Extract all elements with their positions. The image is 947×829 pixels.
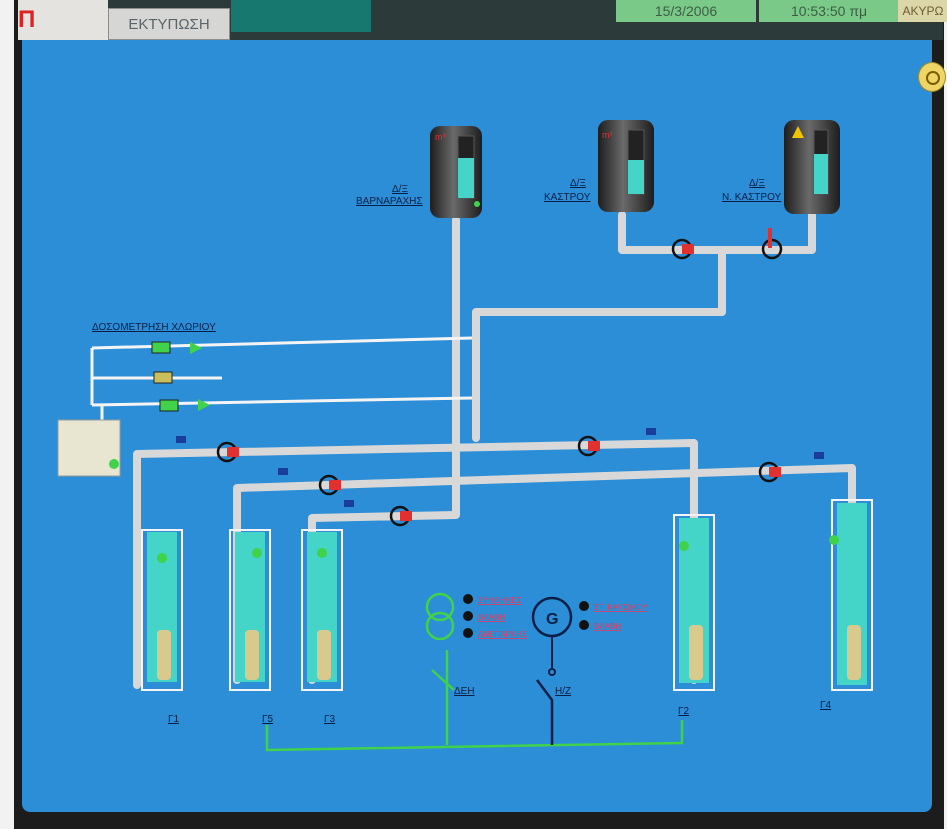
tank-level-fill [458,158,474,198]
transformer-indicators: ΣΥΝΘΗΚΕΣ ΒΛΑΒΗ ΑΝΕΠΑΡΚΗΣ [463,594,527,639]
well-label: Γ5 [262,714,274,725]
cancel-button[interactable]: ΑΚΥΡΩ [898,0,947,22]
warning-icon [792,126,804,138]
tank-varnarachis[interactable]: m³ Δ/Ξ ΒΑΡΝΑΡΑΧΗΣ [356,126,482,218]
svg-text:ΒΛΑΒΗ: ΒΛΑΒΗ [478,613,505,622]
water-network-diagram: m³ Δ/Ξ ΒΑΡΝΑΡΑΧΗΣ m³ Δ/Ξ ΚΑΣΤΡΟΥ Δ/Ξ Ν. … [57,120,873,752]
well-label: Γ1 [168,714,180,725]
svg-text:ΑΝΕΠΑΡΚΗΣ: ΑΝΕΠΑΡΚΗΣ [478,630,527,639]
time-display: 10:53:50 πμ [759,0,899,22]
generator-indicators: ΣΤ. ΚΑΥΣΙΜΟΥ ΒΛΑΒΗ [579,601,649,631]
chlorine-tank[interactable] [57,419,121,477]
tank-kastrou[interactable]: m³ Δ/Ξ ΚΑΣΤΡΟΥ [544,120,654,212]
dosing-pump-icon[interactable] [151,341,171,354]
well-label: Γ2 [678,706,690,717]
print-button[interactable]: ΕΚΤΥΠΩΣΗ [108,8,230,40]
generator-label: Η/Ζ [555,686,571,697]
tank-n-kastrou[interactable]: Δ/Ξ Ν. ΚΑΣΤΡΟΥ [722,120,840,214]
well-label: Γ4 [820,700,832,711]
top-bar: Π ΕΚΤΥΠΩΣΗ 15/3/2006 10:53:50 πμ ΑΚΥΡΩ [18,0,947,40]
well-g1: Γ1 [141,529,183,725]
chlorine-dosing-pumps[interactable] [151,341,210,412]
generator-symbol: G [546,611,558,628]
generator-icon[interactable]: G [531,596,573,745]
well-g2: Γ2 [673,514,715,717]
tank-label-line2: ΒΑΡΝΑΡΑΧΗΣ [356,196,423,207]
well-g5: Γ5 [229,529,274,725]
svg-text:ΣΤ. ΚΑΥΣΙΜΟΥ: ΣΤ. ΚΑΥΣΙΜΟΥ [594,603,649,612]
deh-label: ΔΕΗ [454,686,475,697]
transformer-icon[interactable] [425,592,455,641]
svg-text:ΣΥΝΘΗΚΕΣ: ΣΥΝΘΗΚΕΣ [478,596,522,605]
tank-level-fill [628,160,644,194]
wells[interactable]: Γ1 Γ5 Γ3 Γ2 Γ4 [141,499,873,725]
tank-label-line1: Δ/Ξ [570,178,586,189]
dosing-pump-icon[interactable] [153,371,173,384]
status-panel [231,0,371,32]
tank-label-line2: ΚΑΣΤΡΟΥ [544,192,591,203]
svg-text:ΒΛΑΒΗ: ΒΛΑΒΗ [594,622,621,631]
alarm-tab[interactable]: Π [18,0,108,40]
tank-level-fill [814,154,828,194]
power-lines [265,650,684,752]
scada-screen: m³ Δ/Ξ ΒΑΡΝΑΡΑΧΗΣ m³ Δ/Ξ ΚΑΣΤΡΟΥ Δ/Ξ Ν. … [22,40,932,812]
tank-level-readout: m³ [435,132,446,142]
date-display: 15/3/2006 [616,0,756,22]
alarm-label: Π [18,6,36,33]
well-g3: Γ3 [301,529,343,725]
valves[interactable] [216,228,783,527]
well-label: Γ3 [324,714,336,725]
well-g4: Γ4 [820,499,873,711]
chlorine-lines [90,336,473,424]
flow-meters [176,428,824,507]
tank-label-line2: Ν. ΚΑΣΤΡΟΥ [722,192,782,203]
tank-level-readout: m³ [602,130,613,140]
tank-label-line1: Δ/Ξ [392,184,408,195]
dosing-pump-icon[interactable] [159,399,179,412]
tank-label-line1: Δ/Ξ [749,178,765,189]
eye-icon[interactable] [918,62,946,92]
chlorination-label: ΔΟΣΟΜΕΤΡΗΣΗ ΧΛΩΡΙΟΥ [92,322,216,333]
